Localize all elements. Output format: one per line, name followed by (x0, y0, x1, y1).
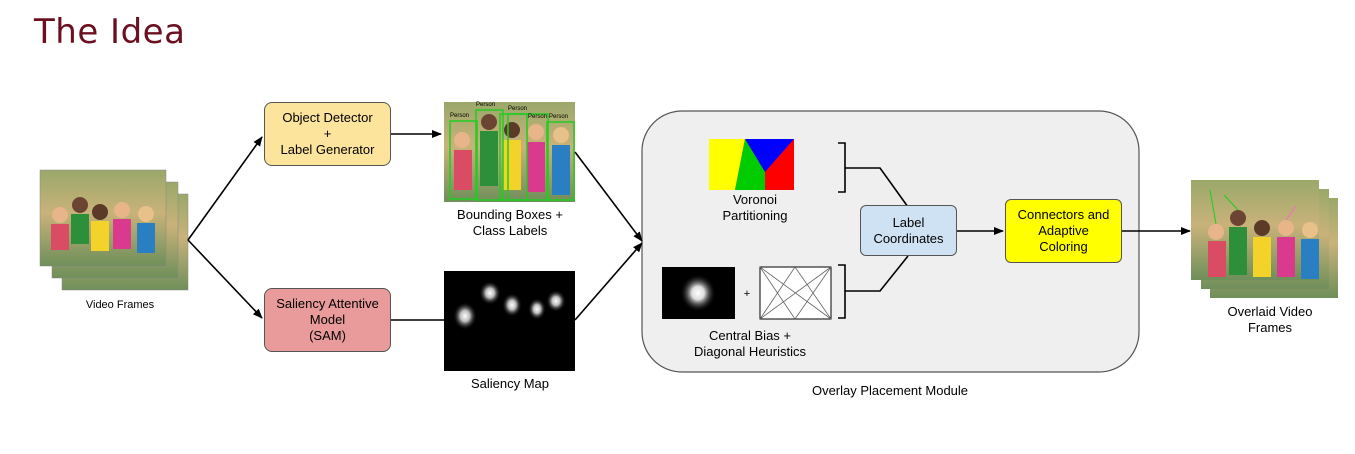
voronoi-image (709, 139, 794, 190)
detection-label: Person (528, 114, 548, 120)
video-frames-caption: Video Frames (85, 299, 155, 311)
arrow-frames-to-sam (187, 239, 263, 319)
bounding-boxes-image (444, 102, 575, 202)
saliency-map-caption: Saliency Map (470, 376, 550, 391)
detection-label: Person (549, 114, 569, 120)
arrow-map-to-module (574, 242, 643, 321)
label-coordinates-box: Label Coordinates (860, 205, 957, 256)
diagonal-heuristics-image (759, 266, 832, 320)
detection-label: Person (508, 106, 528, 112)
saliency-model-box: Saliency Attentive Model (SAM) (264, 288, 391, 352)
overlaid-frames-caption: Overlaid Video Frames (1227, 304, 1313, 335)
detection-label: Person (450, 113, 470, 119)
connectors-box: Connectors and Adaptive Coloring (1005, 199, 1122, 263)
plus-sign: + (743, 288, 751, 300)
bracket-bias (838, 255, 909, 319)
saliency-map-image (444, 271, 575, 371)
page-title: The Idea (34, 12, 186, 52)
detection-label: Person (476, 102, 496, 108)
overlaid-frames-image (1191, 180, 1338, 298)
bracket-voronoi (838, 142, 909, 208)
central-bias-image (662, 267, 735, 319)
video-frames-image (39, 169, 189, 291)
arrow-frames-to-detector (187, 136, 263, 241)
central-bias-caption: Central Bias + Diagonal Heuristics (694, 328, 806, 359)
bounding-boxes-caption: Bounding Boxes + Class Labels (457, 207, 563, 238)
arrow-boxes-to-module (574, 151, 643, 242)
voronoi-caption: Voronoi Partitioning (722, 192, 788, 223)
object-detector-box: Object Detector + Label Generator (264, 102, 391, 166)
module-caption: Overlay Placement Module (811, 383, 969, 398)
